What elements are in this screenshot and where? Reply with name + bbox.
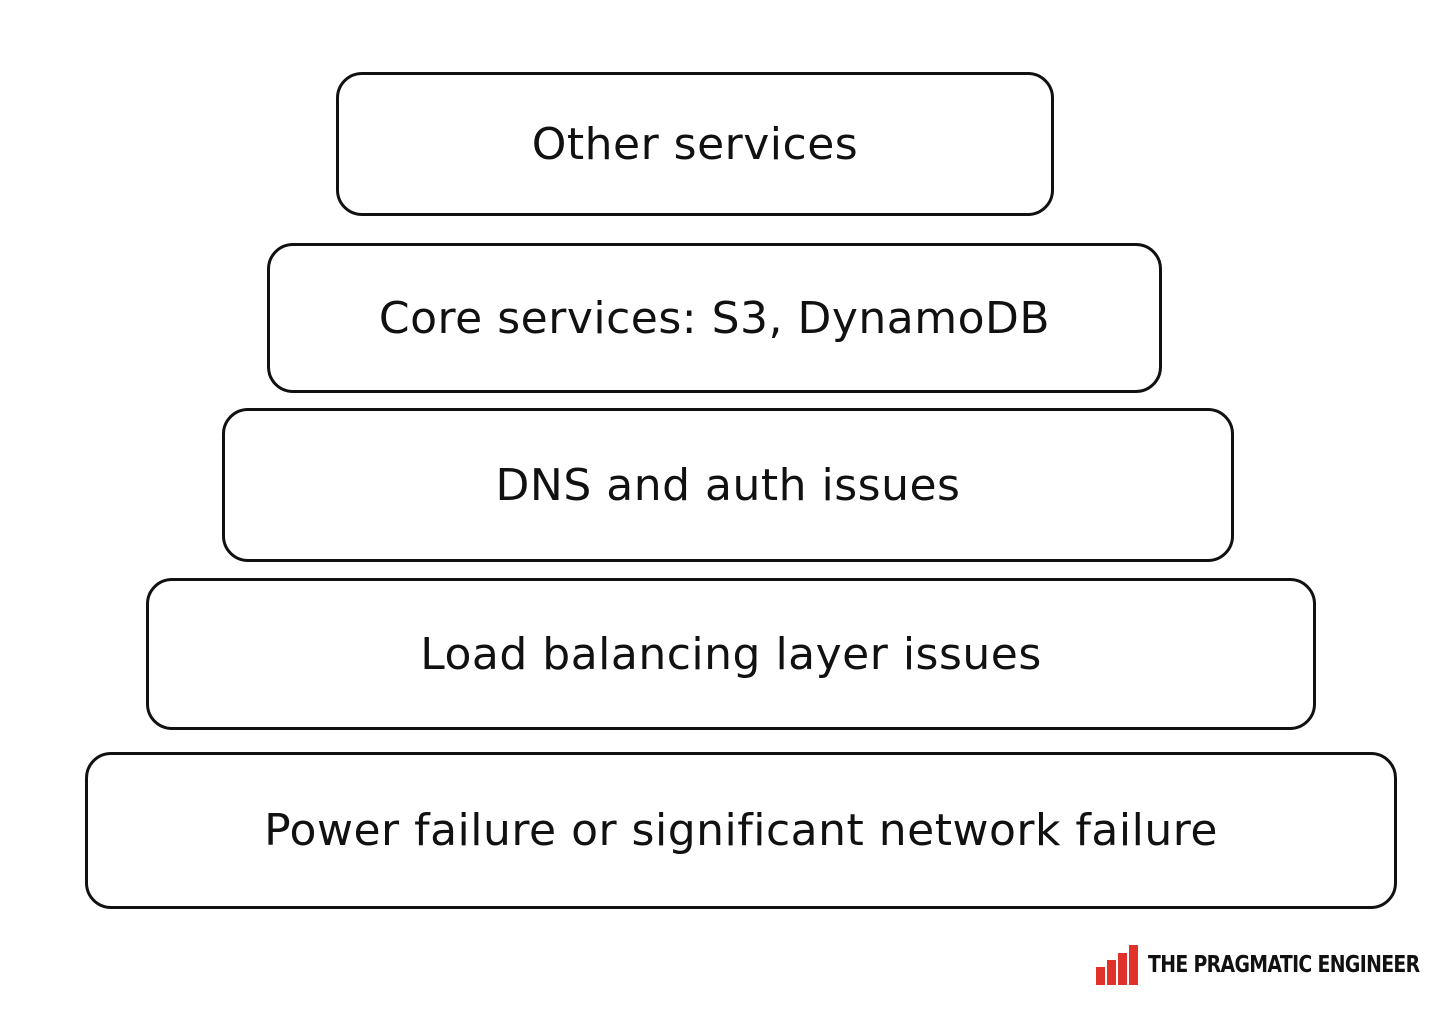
layer-label: Power failure or significant network fai… xyxy=(264,805,1218,856)
bar-chart-logo-icon xyxy=(1096,945,1138,985)
brand-watermark: THE PRAGMATIC ENGINEER xyxy=(1096,945,1456,985)
pyramid-layer-core-services: Core services: S3, DynamoDB xyxy=(267,243,1162,393)
layer-label: Other services xyxy=(531,118,859,170)
pyramid-layer-other-services: Other services xyxy=(336,72,1054,216)
pyramid-layer-load-balancing: Load balancing layer issues xyxy=(146,578,1316,730)
layer-label: Core services: S3, DynamoDB xyxy=(378,292,1051,344)
pyramid-layer-dns-auth: DNS and auth issues xyxy=(222,408,1234,562)
brand-name: THE PRAGMATIC ENGINEER xyxy=(1148,952,1420,978)
layer-label: Load balancing layer issues xyxy=(420,628,1042,680)
layer-label: DNS and auth issues xyxy=(495,459,961,511)
pyramid-layer-power-network: Power failure or significant network fai… xyxy=(85,752,1397,909)
